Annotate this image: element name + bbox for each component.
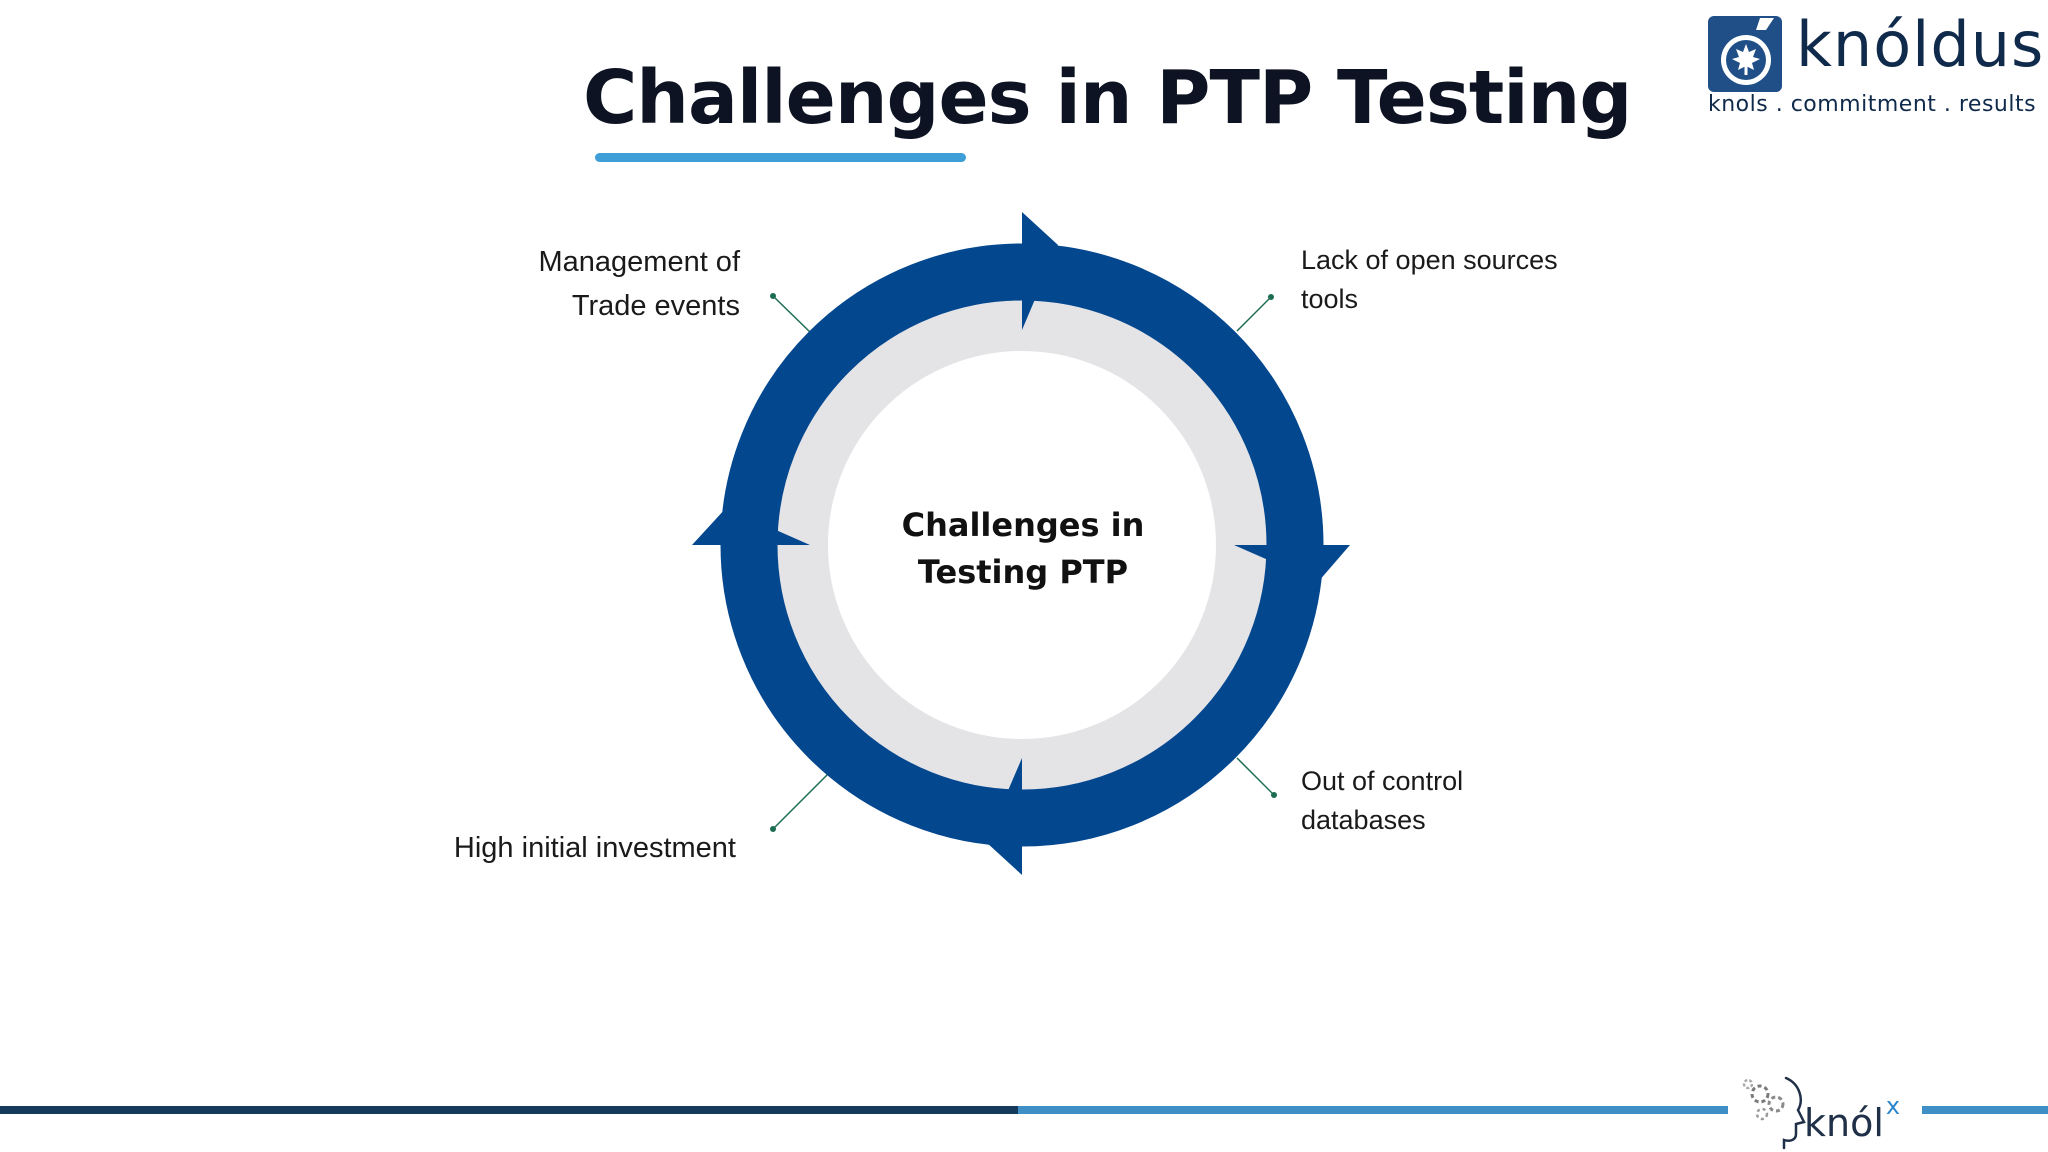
footer-brand: knólx bbox=[1804, 1092, 1900, 1145]
leader-line-open-source bbox=[1236, 296, 1272, 332]
challenge-label-line: databases bbox=[1301, 805, 1426, 835]
center-label-line1: Challenges in bbox=[901, 506, 1145, 544]
leader-dot-databases bbox=[1271, 792, 1277, 798]
arrow-head-right bbox=[1234, 545, 1350, 582]
head-gears-icon bbox=[1742, 1076, 1806, 1150]
arrow-head-left bbox=[692, 508, 810, 545]
challenge-out-of-control-databases: Out of control databases bbox=[1301, 762, 1463, 840]
challenge-management-trade-events: Management of Trade events bbox=[460, 240, 740, 328]
arrow-head-bottom bbox=[986, 758, 1022, 875]
leader-dot-investment bbox=[770, 826, 776, 832]
footer-logo: knólx bbox=[1728, 1052, 1922, 1152]
footer-line-light bbox=[1018, 1106, 2048, 1114]
footer-brand-text: knól bbox=[1804, 1101, 1884, 1145]
slide-title: Challenges in PTP Testing bbox=[583, 55, 1632, 141]
logo-wordmark: knóldus bbox=[1796, 8, 2045, 81]
leader-dot-open-source bbox=[1268, 294, 1274, 300]
challenge-label-line: Management of bbox=[538, 246, 740, 278]
logo-tagline: knols . commitment . results bbox=[1708, 92, 2037, 117]
title-underline bbox=[595, 153, 966, 162]
footer-brand-suffix: x bbox=[1885, 1092, 1901, 1120]
challenge-label-line: Out of control bbox=[1301, 766, 1464, 796]
arrow-head-top bbox=[1022, 212, 1058, 330]
challenge-label-line: Lack of open sources bbox=[1301, 245, 1558, 275]
challenge-label-line: High initial investment bbox=[453, 832, 736, 864]
challenge-label-line: Trade events bbox=[571, 290, 740, 322]
maple-leaf-shield-icon bbox=[1708, 16, 1782, 92]
center-label-line2: Testing PTP bbox=[917, 553, 1129, 591]
company-logo: knóldus knols . commitment . results bbox=[1708, 8, 2043, 126]
challenge-label-line: tools bbox=[1301, 284, 1359, 314]
leader-line-management bbox=[772, 295, 813, 335]
diagram-center-label: Challenges in Testing PTP bbox=[873, 502, 1173, 596]
challenge-high-initial-investment: High initial investment bbox=[380, 826, 736, 870]
leader-dot-management bbox=[770, 293, 776, 299]
leader-line-investment bbox=[772, 773, 829, 830]
challenge-open-source-tools: Lack of open sources tools bbox=[1301, 241, 1558, 319]
footer-line-dark bbox=[0, 1106, 1018, 1114]
leader-line-databases bbox=[1236, 757, 1275, 796]
